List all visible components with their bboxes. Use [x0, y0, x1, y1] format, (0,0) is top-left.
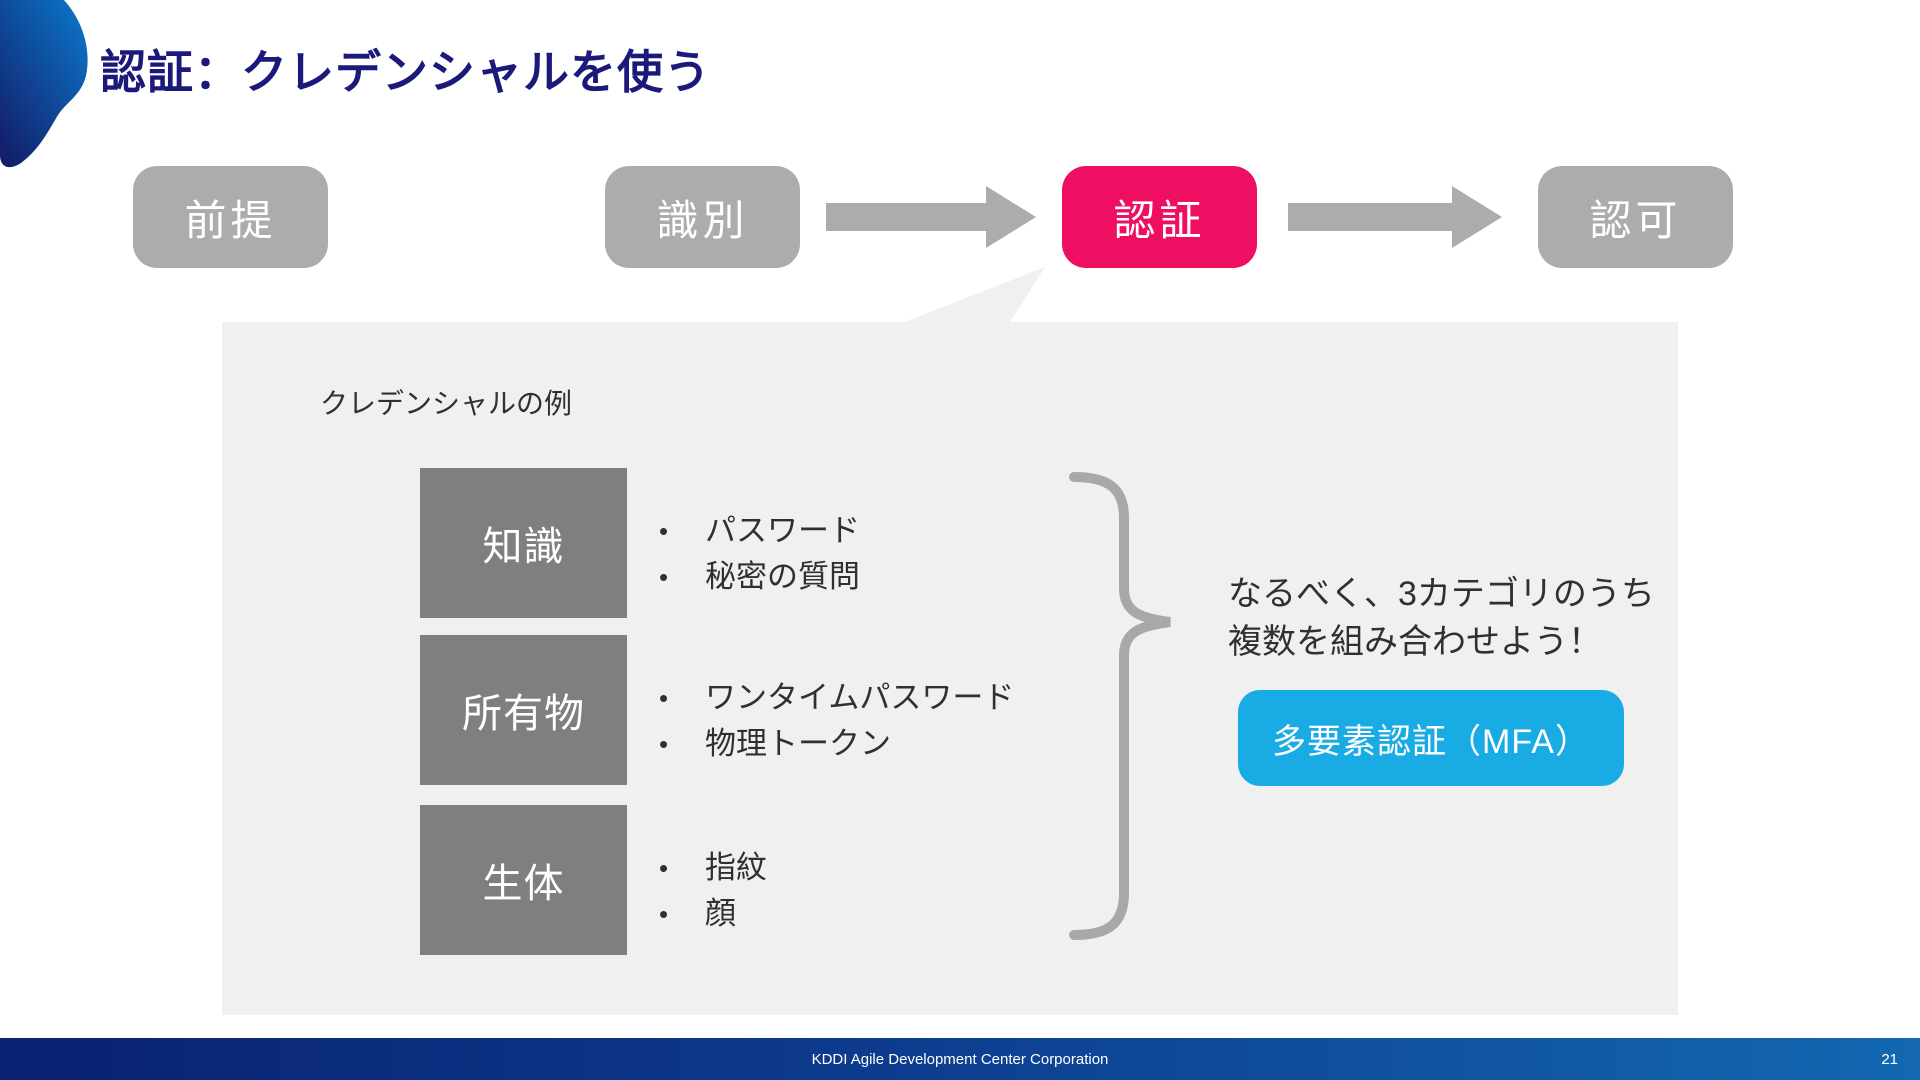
- list-item: 指紋: [659, 845, 767, 891]
- arrow-head: [986, 186, 1036, 248]
- page-title: 認証：クレデンシャルを使う: [100, 46, 711, 98]
- category-items: ワンタイムパスワード 物理トークン: [659, 653, 1014, 767]
- category-box: 知識: [420, 468, 627, 618]
- flow-step-label: 識別: [656, 196, 749, 244]
- flow-step-label: 前提: [184, 196, 277, 244]
- category-label: 生体: [482, 862, 565, 906]
- category-row-knowledge: 知識 パスワード 秘密の質問: [420, 468, 860, 618]
- arrow-shaft: [1288, 203, 1454, 231]
- arrow-head: [1452, 186, 1502, 248]
- arrow-shaft: [826, 203, 988, 231]
- flow-step-zentei: 前提: [133, 166, 328, 268]
- page-number: 21: [1881, 1050, 1898, 1068]
- category-box: 生体: [420, 805, 627, 955]
- flow-step-ninsho-active: 認証: [1062, 166, 1257, 268]
- category-label: 所有物: [462, 692, 585, 736]
- mfa-badge-label: 多要素認証（MFA）: [1272, 722, 1590, 761]
- list-item: 顔: [659, 891, 767, 937]
- list-item: パスワード: [659, 508, 860, 554]
- flow-arrow-icon: [1288, 186, 1502, 248]
- footer-company-text: KDDI Agile Development Center Corporatio…: [811, 1050, 1109, 1068]
- footer-bar: KDDI Agile Development Center Corporatio…: [0, 1038, 1920, 1080]
- mfa-badge: 多要素認証（MFA）: [1238, 690, 1624, 786]
- flow-step-shikibetsu: 識別: [605, 166, 800, 268]
- flow-step-ninka: 認可: [1538, 166, 1733, 268]
- list-item: ワンタイムパスワード: [659, 675, 1014, 721]
- flow-step-label: 認証: [1113, 196, 1206, 244]
- category-row-possession: 所有物 ワンタイムパスワード 物理トークン: [420, 635, 1014, 785]
- list-item: 秘密の質問: [659, 554, 860, 600]
- category-items: 指紋 顔: [659, 823, 767, 937]
- category-box: 所有物: [420, 635, 627, 785]
- advice-text: なるべく、3カテゴリのうち 複数を組み合わせよう！: [1228, 570, 1655, 666]
- callout-pointer-icon: [905, 267, 1045, 322]
- flow-arrow-icon: [826, 186, 1036, 248]
- list-item: 物理トークン: [659, 721, 1014, 767]
- category-items: パスワード 秘密の質問: [659, 486, 860, 600]
- advice-line-1: なるべく、3カテゴリのうち: [1228, 575, 1655, 613]
- flow-step-label: 認可: [1589, 196, 1682, 244]
- category-row-biometric: 生体 指紋 顔: [420, 805, 767, 955]
- curly-brace-icon: [1069, 472, 1171, 940]
- category-label: 知識: [482, 525, 565, 569]
- advice-line-2: 複数を組み合わせよう！: [1228, 623, 1602, 661]
- corner-blob-icon: [0, 0, 88, 168]
- panel-heading: クレデンシャルの例: [320, 388, 573, 419]
